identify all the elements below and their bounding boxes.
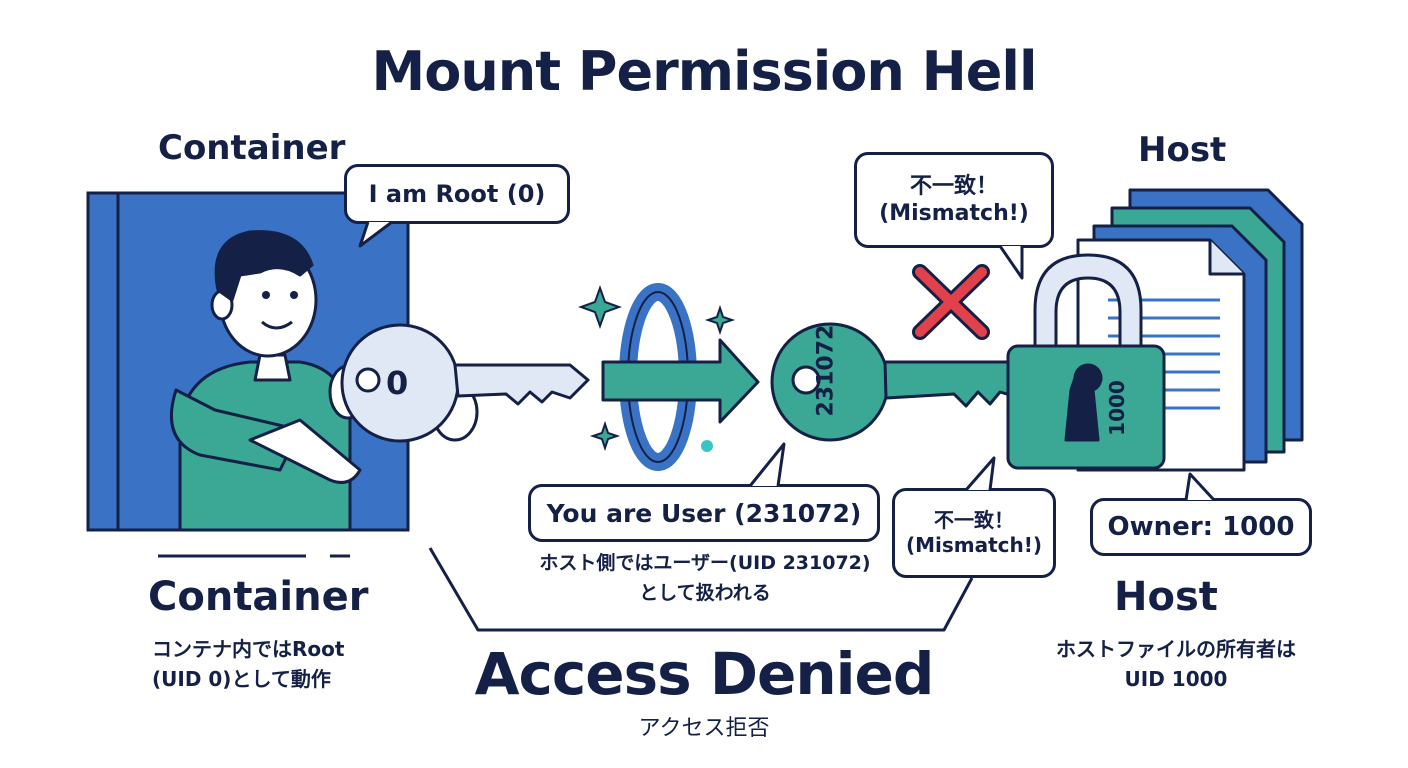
person-figure: [169, 230, 479, 532]
user-mapping-note-line-2: として扱われる: [639, 582, 771, 604]
user-speech-bubble: You are User (231072): [528, 484, 880, 542]
host-description-line-1: ホストファイルの所有者は: [1056, 637, 1296, 661]
container-section-label: Container: [148, 574, 369, 620]
mismatch-bottom-line-2: (Mismatch!): [905, 533, 1043, 557]
mapped-key-uid: 231072: [813, 324, 839, 417]
user-mapping-note-line-1: ホスト側ではユーザー(UID 231072): [539, 552, 871, 574]
mapped-key: [770, 322, 1042, 442]
mismatch-top-line-2: (Mismatch!): [879, 201, 1029, 226]
root-speech-text: I am Root (0): [368, 180, 546, 208]
host-description-line-2: UID 1000: [1124, 667, 1228, 691]
host-section-label: Host: [1114, 574, 1218, 620]
mismatch-top-line-1: 不一致！: [909, 173, 998, 199]
portal-ring: [578, 283, 760, 471]
container-description-line-2: (UID 0)として動作: [152, 667, 331, 691]
root-key-uid: 0: [386, 364, 409, 402]
access-denied-subtitle: アクセス拒否: [638, 716, 770, 741]
container-top-label: Container: [158, 128, 346, 168]
mismatch-top-bubble: 不一致！ (Mismatch!): [854, 152, 1054, 248]
mismatch-bottom-bubble: 不一致！ (Mismatch!): [892, 488, 1056, 578]
mismatch-bottom-line-1: 不一致！: [934, 508, 1014, 532]
host-description: ホストファイルの所有者は UID 1000: [1026, 634, 1326, 694]
host-top-label: Host: [1138, 130, 1227, 170]
padlock-icon: [1006, 253, 1166, 470]
container-description: コンテナ内ではRoot (UID 0)として動作: [152, 634, 344, 694]
owner-text: Owner: 1000: [1107, 512, 1295, 542]
mismatch-x-icon: [912, 264, 990, 340]
page-title: Mount Permission Hell: [371, 40, 1038, 103]
user-speech-text: You are User (231072): [546, 498, 862, 528]
container-description-line-1: コンテナ内ではRoot: [152, 637, 345, 661]
access-denied-title: Access Denied: [474, 640, 935, 708]
root-speech-bubble: I am Root (0): [344, 164, 570, 224]
owner-bubble: Owner: 1000: [1090, 498, 1312, 556]
root-key: [340, 323, 590, 443]
lock-uid: 1000: [1105, 380, 1129, 436]
user-mapping-note: ホスト側ではユーザー(UID 231072) として扱われる: [510, 548, 900, 608]
